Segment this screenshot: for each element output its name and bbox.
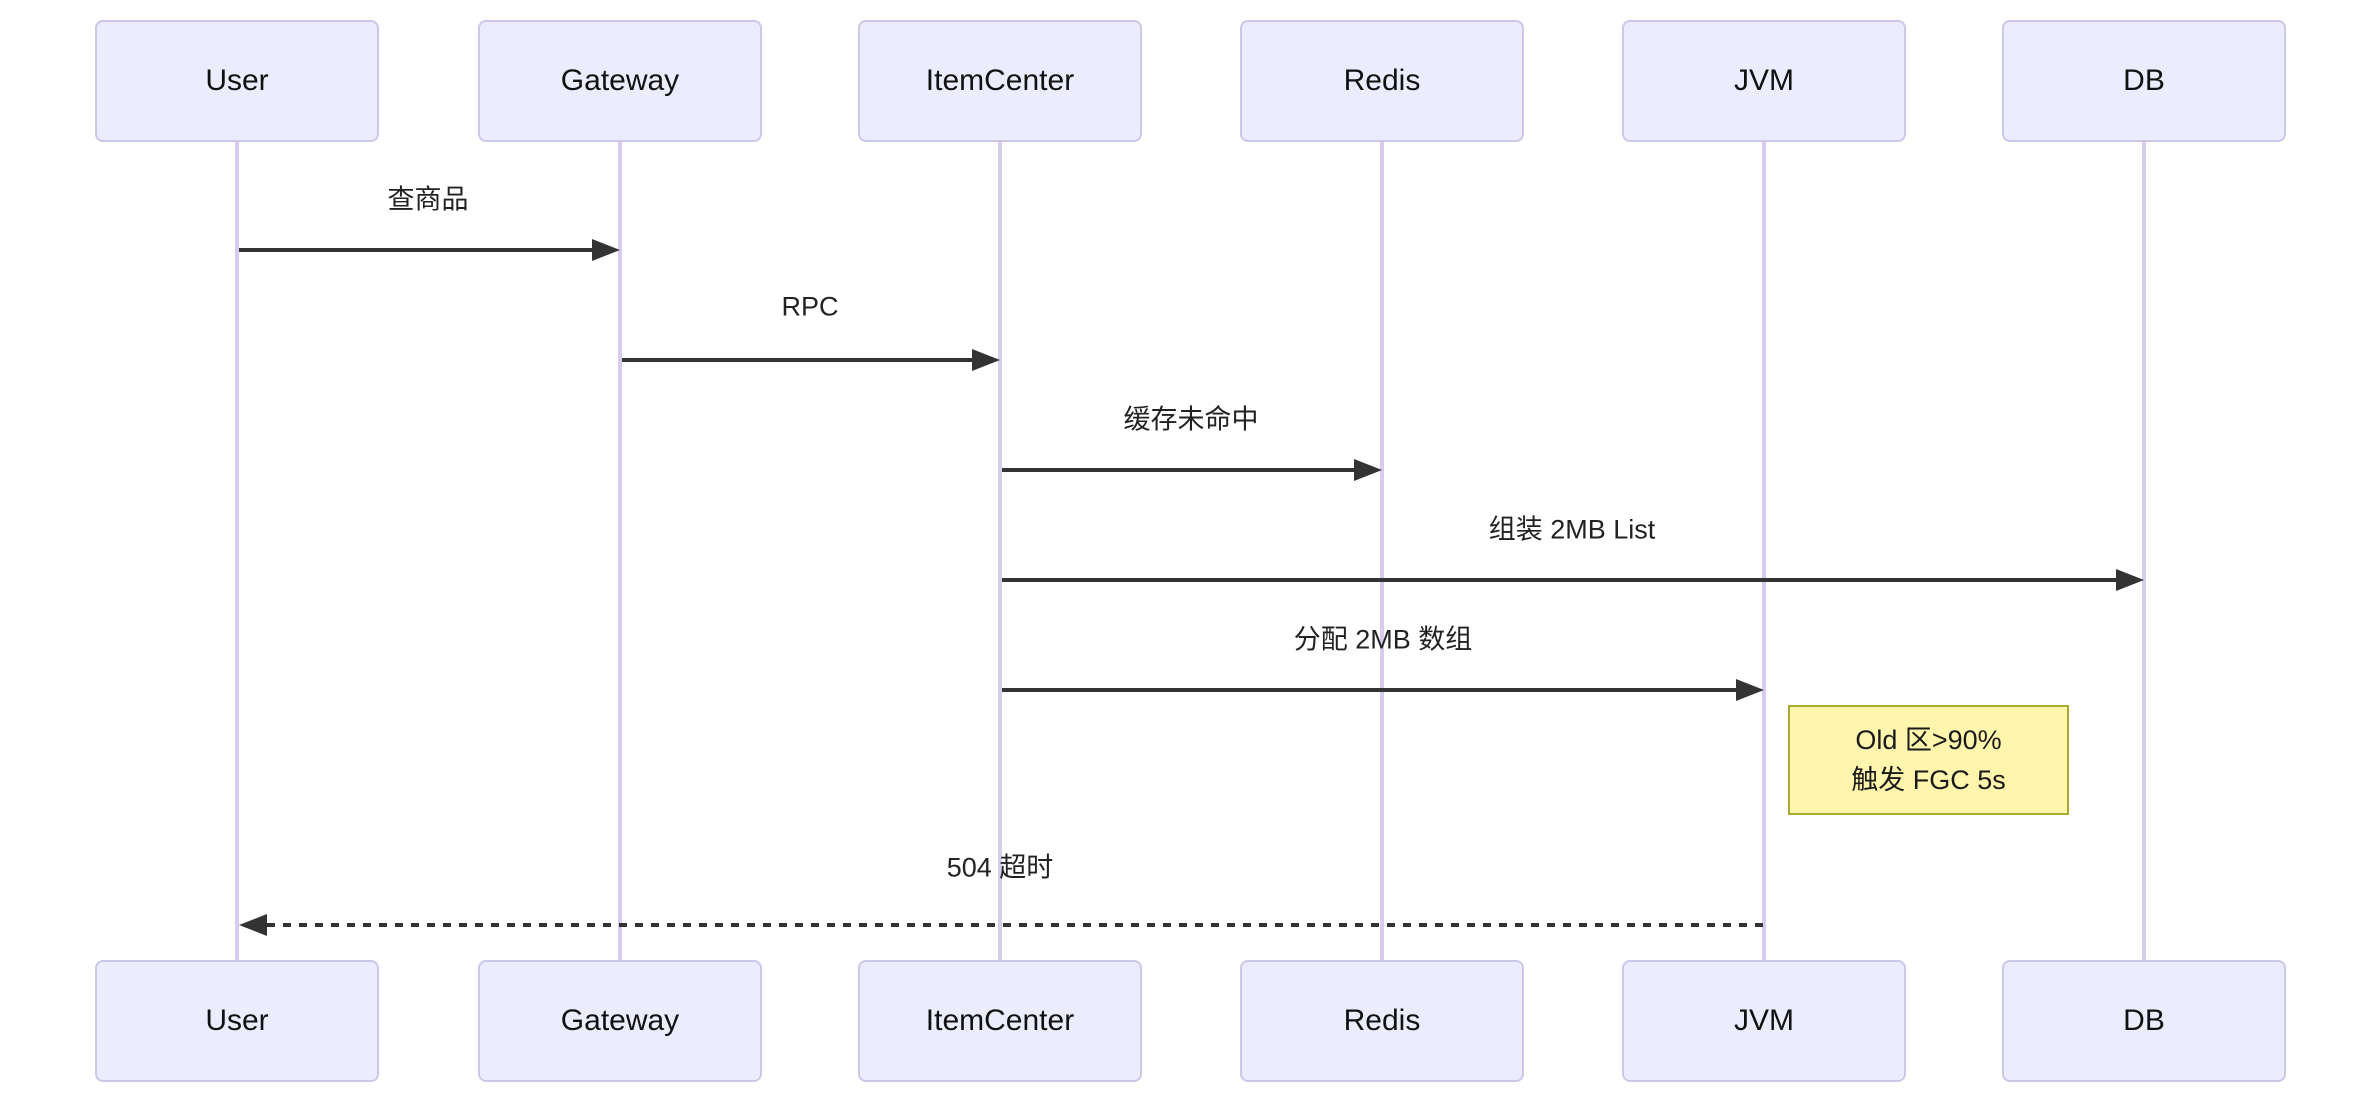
actor-top-db: DB: [2002, 20, 2286, 142]
actor-label: DB: [2123, 1004, 2165, 1037]
message-label-4: 组装 2MB List: [1488, 514, 1656, 545]
actor-bottom-gateway: Gateway: [478, 960, 762, 1082]
actor-label: ItemCenter: [925, 64, 1075, 97]
actor-bottom-user: User: [95, 960, 379, 1082]
actor-label: DB: [2123, 64, 2165, 97]
actor-label: Redis: [1343, 1004, 1421, 1037]
actor-bottom-itemcenter: ItemCenter: [858, 960, 1142, 1082]
message-label-3: 缓存未命中: [1123, 404, 1259, 435]
actor-label: Gateway: [560, 64, 680, 97]
message-label-2: RPC: [781, 291, 839, 322]
arrowhead-right-4: [2116, 569, 2144, 591]
actor-top-itemcenter: ItemCenter: [858, 20, 1142, 142]
message-label-5: 分配 2MB 数组: [1293, 624, 1473, 655]
actor-label: ItemCenter: [925, 1004, 1075, 1037]
actor-bottom-redis: Redis: [1240, 960, 1524, 1082]
actor-top-jvm: JVM: [1622, 20, 1906, 142]
actor-label: Redis: [1343, 64, 1421, 97]
actor-top-redis: Redis: [1240, 20, 1524, 142]
note-line-2: 触发 FGC 5s: [1851, 765, 2006, 795]
actor-label: Gateway: [560, 1004, 680, 1037]
arrowhead-right-2: [972, 349, 1000, 371]
actor-bottom-jvm: JVM: [1622, 960, 1906, 1082]
arrowhead-left-6: [239, 914, 267, 936]
note-line-1: Old 区>90%: [1855, 725, 2002, 755]
note-jvm-fgc: Old 区>90% 触发 FGC 5s: [1788, 705, 2069, 815]
actor-label: User: [205, 64, 269, 97]
actor-label: JVM: [1734, 64, 1794, 97]
arrowhead-right-3: [1354, 459, 1382, 481]
arrowhead-right-5: [1736, 679, 1764, 701]
arrowhead-right-1: [592, 239, 620, 261]
actor-label: JVM: [1734, 1004, 1794, 1037]
actor-label: User: [205, 1004, 269, 1037]
message-label-1: 查商品: [387, 184, 469, 215]
actor-bottom-db: DB: [2002, 960, 2286, 1082]
message-label-6: 504 超时: [946, 852, 1054, 883]
actor-top-gateway: Gateway: [478, 20, 762, 142]
actor-top-user: User: [95, 20, 379, 142]
